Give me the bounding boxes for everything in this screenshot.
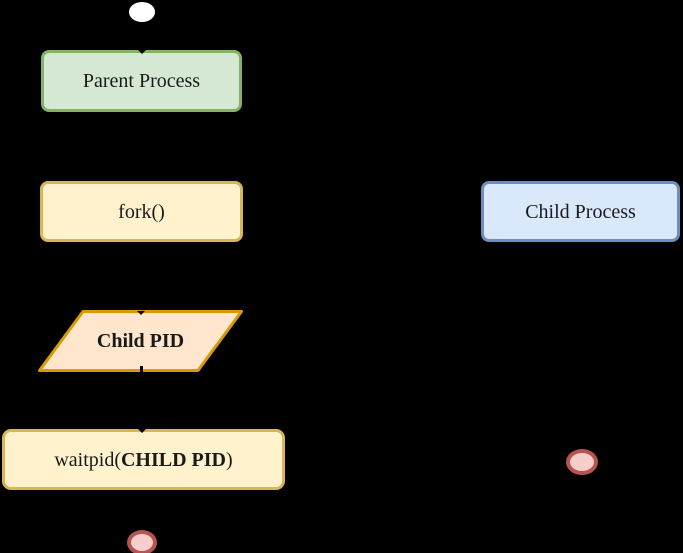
arrowhead-notch-childpid-top	[137, 311, 145, 315]
fork-label: fork()	[118, 200, 165, 223]
arrowhead-notch-parent-top	[138, 50, 146, 54]
waitpid-label-prefix: waitpid(	[54, 448, 121, 471]
parallelogram-outline	[38, 310, 243, 372]
waitpid-node: waitpid(CHILD PID)	[2, 429, 285, 490]
connector-stub-childpid-bottom	[140, 366, 143, 373]
parent-process-label: Parent Process	[82, 70, 201, 92]
fork-node: fork()	[40, 181, 243, 242]
waitpid-label-bold: CHILD PID	[120, 448, 226, 471]
end-node-parent	[127, 530, 157, 553]
waitpid-label: waitpid(CHILD PID)	[54, 450, 232, 470]
parent-process-node: Parent Process	[41, 50, 242, 112]
child-pid-node: Child PID	[38, 310, 243, 372]
child-process-node: Child Process	[481, 181, 680, 242]
child-pid-label: Child PID	[96, 330, 185, 352]
arrowhead-notch-waitpid-top	[138, 429, 146, 433]
child-process-label: Child Process	[525, 200, 636, 223]
end-node-child	[566, 449, 598, 475]
waitpid-label-suffix: )	[226, 448, 233, 471]
parallelogram-shape	[38, 310, 243, 372]
start-node	[129, 2, 155, 22]
